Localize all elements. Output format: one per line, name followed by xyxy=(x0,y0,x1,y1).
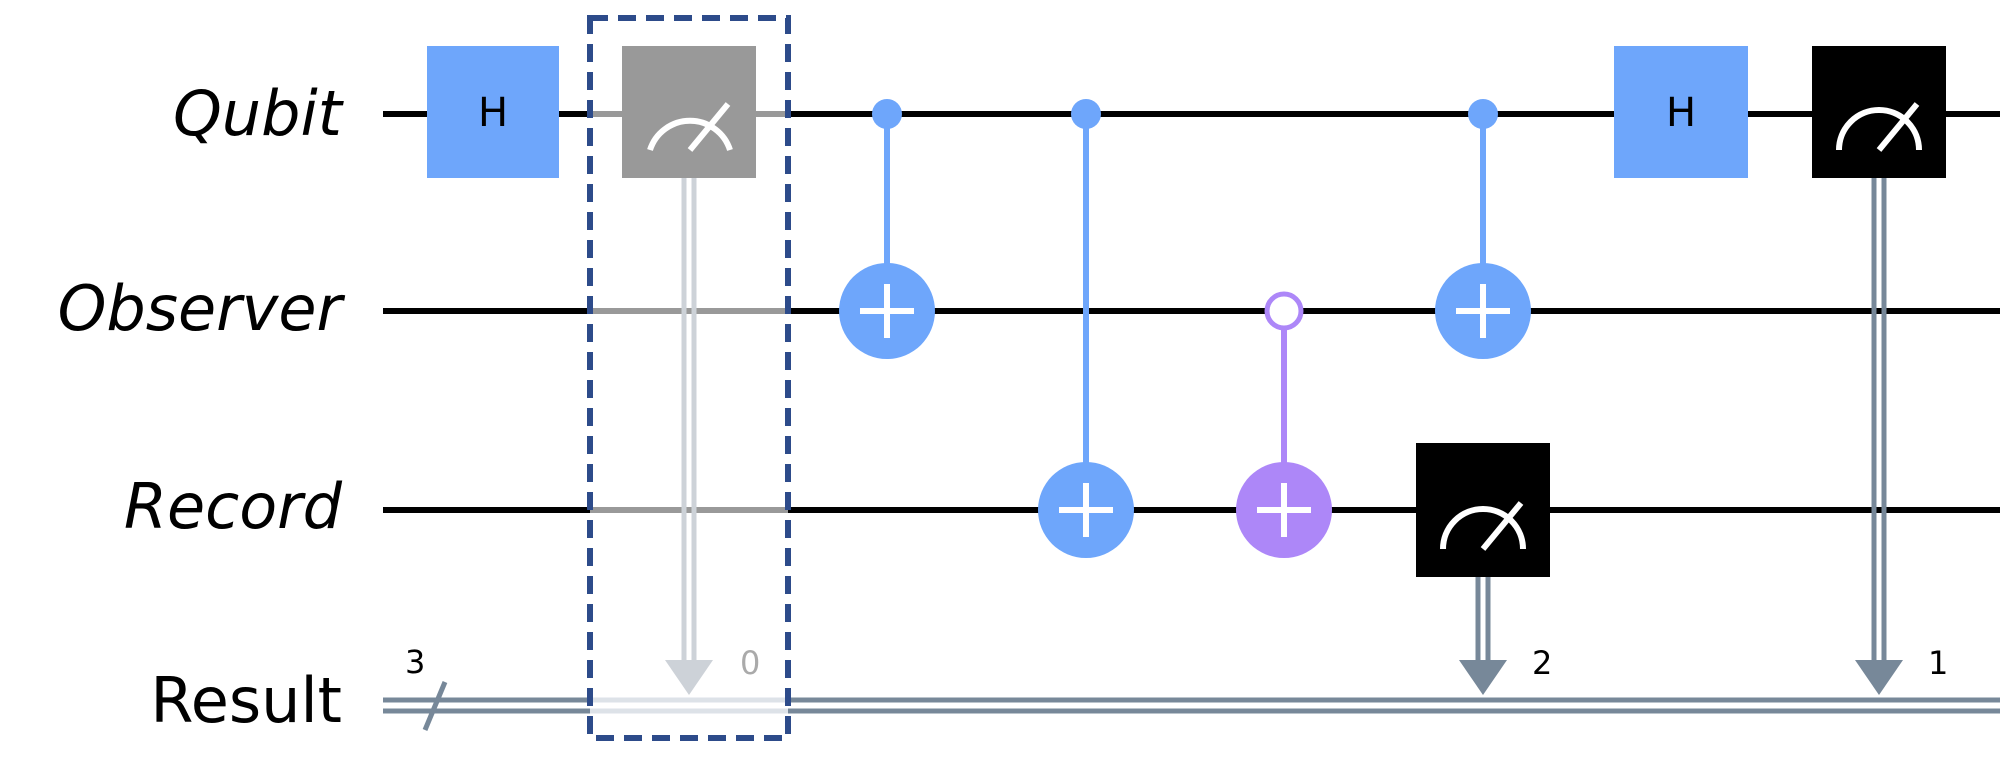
bit-index-1: 1 xyxy=(1928,644,1948,682)
faded-measure-arrow xyxy=(665,178,713,695)
control-dot xyxy=(1071,99,1101,129)
meter-icon xyxy=(1440,506,1526,550)
register-slash xyxy=(422,681,448,731)
register-size-label: 3 xyxy=(405,643,425,681)
qubit-label: Qubit xyxy=(173,77,345,150)
hadamard-gate-label: H xyxy=(1666,90,1696,136)
bit-index-2: 2 xyxy=(1532,644,1552,682)
highlighted-measurement: 0 xyxy=(587,15,791,741)
result-label: Result xyxy=(150,664,342,737)
open-control-cnot-gate xyxy=(1236,291,1332,558)
qubit-measure-arrow xyxy=(1855,178,1903,695)
record-measure-gate xyxy=(1416,443,1550,577)
control-dot xyxy=(872,99,902,129)
cnot-gate-qubit-record xyxy=(1038,99,1134,558)
control-dot xyxy=(1468,99,1498,129)
open-control-circle xyxy=(1264,291,1304,331)
wire-labels: Qubit Observer Record Result xyxy=(58,77,346,737)
hadamard-gate-2: H xyxy=(1614,46,1748,178)
highlight-box xyxy=(587,15,791,741)
bit-index-0: 0 xyxy=(740,644,760,682)
faded-measure-gate xyxy=(622,46,756,178)
meter-icon xyxy=(1836,107,1922,151)
hadamard-gate: H xyxy=(427,46,559,178)
hadamard-gate-label: H xyxy=(478,90,508,136)
record-measure-arrow xyxy=(1459,577,1507,695)
record-label: Record xyxy=(124,470,343,543)
cnot-gate-qubit-observer-2 xyxy=(1435,99,1531,359)
cnot-gate-qubit-observer xyxy=(839,99,935,359)
meter-icon xyxy=(647,117,733,151)
qubit-measure-gate xyxy=(1812,46,1946,178)
observer-label: Observer xyxy=(58,272,346,345)
